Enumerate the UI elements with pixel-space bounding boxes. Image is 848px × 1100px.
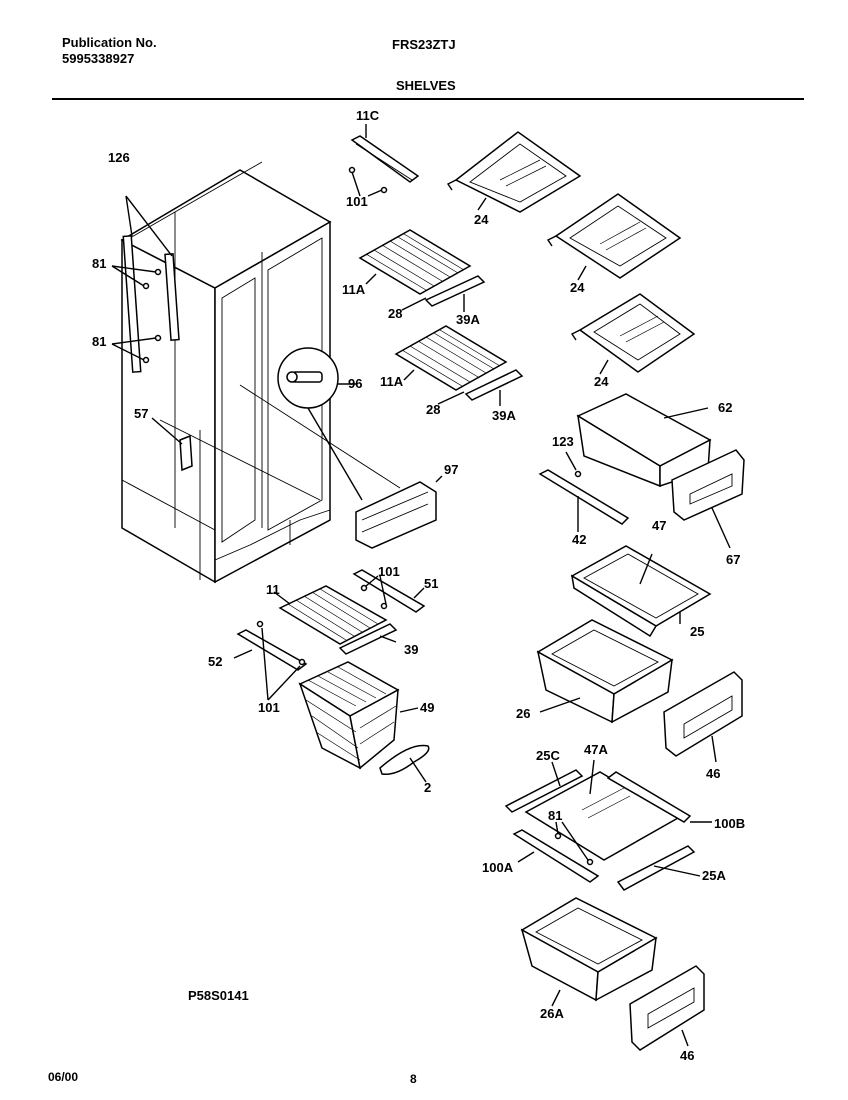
model-number: FRS23ZTJ <box>392 37 456 52</box>
header-rule <box>52 98 804 100</box>
wire-shelf-11a-upper <box>358 229 486 312</box>
diagram-code: P58S0141 <box>188 988 249 1003</box>
refrigerator-cabinet <box>120 161 401 584</box>
freezer-wire-shelf-11 <box>273 585 398 655</box>
label-28: 28 <box>426 402 440 417</box>
label-47a: 47A <box>584 742 608 757</box>
label-49: 49 <box>420 700 434 715</box>
crisper-pan-62 <box>576 393 712 488</box>
part-labels: 126 81 81 57 96 97 11C 101 11A 28 39A 11… <box>92 108 745 1063</box>
shelf-support-rails <box>111 195 183 445</box>
crisper-front-46-upper <box>663 671 743 763</box>
label-26a: 26A <box>540 1006 564 1021</box>
label-81: 81 <box>92 256 106 271</box>
label-24: 24 <box>474 212 489 227</box>
label-26: 26 <box>516 706 530 721</box>
label-11: 11 <box>266 582 280 597</box>
cover-assembly-47a <box>504 759 712 891</box>
label-52: 52 <box>208 654 222 669</box>
crisper-front-46-lower <box>629 965 705 1051</box>
label-39a: 39A <box>492 408 516 423</box>
light-assembly <box>277 347 443 549</box>
label-123: 123 <box>552 434 574 449</box>
label-97: 97 <box>444 462 458 477</box>
wire-shelf-11a-lower <box>394 325 524 406</box>
glass-shelf-24-bottom <box>570 293 696 375</box>
label-81: 81 <box>548 808 562 823</box>
crisper-front-67 <box>671 449 745 549</box>
label-25a: 25A <box>702 868 726 883</box>
crisper-pan-26a <box>520 897 658 1007</box>
glass-shelf-24-middle <box>546 193 682 281</box>
label-126: 126 <box>108 150 130 165</box>
label-101: 101 <box>346 194 368 209</box>
crisper-cover-47 <box>570 545 712 638</box>
basket-handle-2 <box>379 744 430 783</box>
label-39a: 39A <box>456 312 480 327</box>
publication-number: 5995338927 <box>62 51 135 66</box>
footer-date: 06/00 <box>48 1070 79 1084</box>
label-11a: 11A <box>380 374 404 389</box>
freezer-basket-49 <box>298 661 419 770</box>
label-25: 25 <box>690 624 704 639</box>
label-81: 81 <box>92 334 106 349</box>
label-100a: 100A <box>482 860 514 875</box>
bracket-11c <box>348 124 420 197</box>
label-24: 24 <box>594 374 609 389</box>
label-96: 96 <box>348 376 362 391</box>
cover-support-42 <box>538 451 630 532</box>
label-67: 67 <box>726 552 740 567</box>
label-46: 46 <box>706 766 720 781</box>
label-24: 24 <box>570 280 585 295</box>
page-number: 8 <box>410 1072 417 1086</box>
label-101: 101 <box>378 564 400 579</box>
label-28: 28 <box>388 306 402 321</box>
glass-shelf-24-top <box>446 131 582 213</box>
label-42: 42 <box>572 532 586 547</box>
publication-label: Publication No. <box>62 35 157 50</box>
label-62: 62 <box>718 400 732 415</box>
section-title: SHELVES <box>396 78 456 93</box>
label-47: 47 <box>652 518 666 533</box>
label-100b: 100B <box>714 816 745 831</box>
label-46: 46 <box>680 1048 694 1063</box>
label-11c: 11C <box>356 108 380 123</box>
label-25c: 25C <box>536 748 560 763</box>
label-39: 39 <box>404 642 418 657</box>
label-101: 101 <box>258 700 280 715</box>
label-2: 2 <box>424 780 431 795</box>
label-51: 51 <box>424 576 438 591</box>
freezer-bracket-52 <box>233 620 308 701</box>
crisper-pan-26 <box>536 619 674 724</box>
label-57: 57 <box>134 406 148 421</box>
label-11a: 11A <box>342 282 366 297</box>
freezer-bracket-51 <box>352 569 426 613</box>
